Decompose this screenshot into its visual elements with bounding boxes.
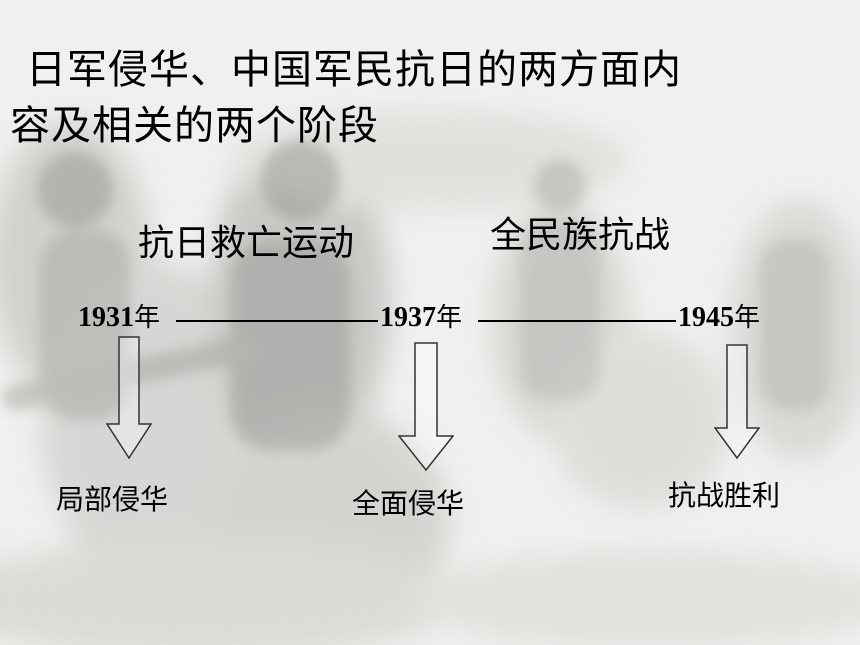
year-suffix: 年 (436, 303, 463, 333)
year-number: 1937 (380, 302, 436, 333)
phase-label-resistance-movement: 抗日救亡运动 (138, 223, 355, 264)
year-suffix: 年 (734, 303, 761, 333)
year-number: 1931 (78, 302, 134, 333)
timeline: 1931年 1937年 1945年 (78, 298, 798, 338)
event-label-full-invasion: 全面侵华 (352, 487, 465, 520)
down-arrow-icon (106, 336, 152, 460)
timeline-segment-1 (176, 320, 378, 322)
timeline-year-1945: 1945年 (678, 298, 760, 338)
year-suffix: 年 (134, 303, 161, 333)
title-line-2: 容及相关的两个阶段 (10, 103, 379, 149)
timeline-year-1931: 1931年 (78, 298, 160, 338)
timeline-segment-2 (478, 320, 676, 322)
title-line-1: 日军侵华、中国军民抗日的两方面内 (26, 47, 682, 93)
year-number: 1945 (678, 302, 734, 333)
phase-label-national-war: 全民族抗战 (490, 215, 671, 256)
event-label-victory: 抗战胜利 (668, 479, 781, 512)
timeline-year-1937: 1937年 (380, 298, 462, 338)
event-label-partial-invasion: 局部侵华 (56, 483, 169, 516)
down-arrow-icon (398, 342, 454, 472)
down-arrow-icon (714, 344, 760, 460)
slide-title: 日军侵华、中国军民抗日的两方面内 容及相关的两个阶段 (10, 42, 830, 154)
